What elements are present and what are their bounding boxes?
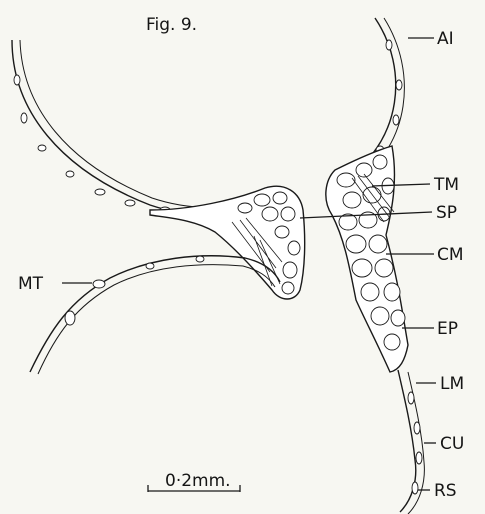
label-mt: MT: [18, 274, 44, 294]
sp-body: [150, 186, 305, 299]
scale-bar: 0·2mm.: [148, 471, 240, 492]
figure-title: Fig. 9.: [146, 15, 197, 35]
label-tm: TM: [433, 175, 459, 195]
label-cu: CU: [440, 434, 464, 454]
label-lm: LM: [440, 374, 464, 394]
lower-right-wall: [398, 370, 424, 514]
scale-bar-label: 0·2mm.: [165, 471, 231, 491]
label-ep: EP: [437, 319, 458, 339]
mt-membrane: [30, 256, 280, 374]
label-sp: SP: [436, 203, 457, 223]
cm-column: [326, 146, 408, 372]
label-cm: CM: [437, 245, 464, 265]
label-rs: RS: [434, 481, 457, 501]
label-al: AI: [437, 29, 454, 49]
